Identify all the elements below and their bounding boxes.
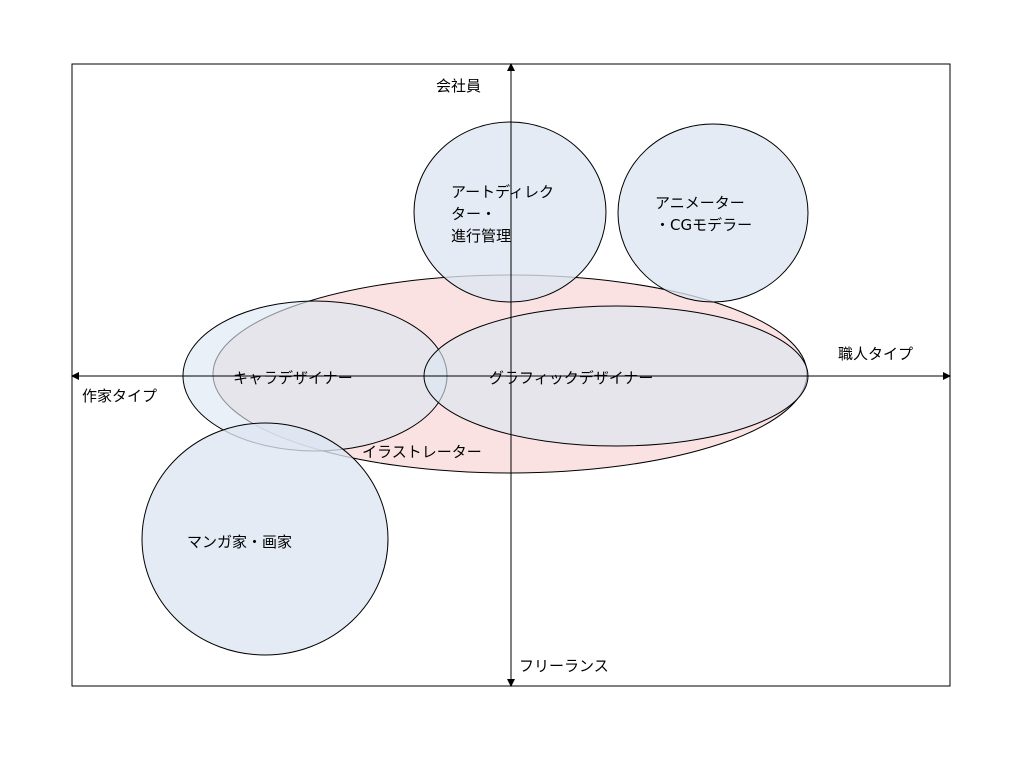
axis-label-top: 会社員 [436, 77, 481, 95]
axis-label-right: 職人タイプ [838, 345, 913, 363]
animator-ellipse [617, 123, 809, 303]
art-director-label-line-0: アートディレク [451, 183, 554, 201]
animator-label-line-0: アニメーター [655, 194, 745, 212]
manga-artist-ellipse [141, 422, 389, 656]
chara-designer-label-line-0: キャラデザイナー [233, 369, 353, 387]
manga-artist-label-line-0: マンガ家・画家 [187, 533, 292, 551]
art-director-ellipse [413, 121, 607, 303]
illustrator-label-line-0: イラストレーター [362, 443, 482, 461]
art-director-label-line-2: 進行管理 [451, 227, 511, 245]
animator-label-line-1: ・CGモデラー [655, 216, 752, 234]
art-director-label-line-1: ター・ [451, 205, 496, 223]
axis-label-left: 作家タイプ [82, 387, 157, 405]
axis-label-bottom: フリーランス [519, 657, 609, 675]
graphic-designer-label-line-0: グラフィックデザイナー [489, 369, 653, 387]
